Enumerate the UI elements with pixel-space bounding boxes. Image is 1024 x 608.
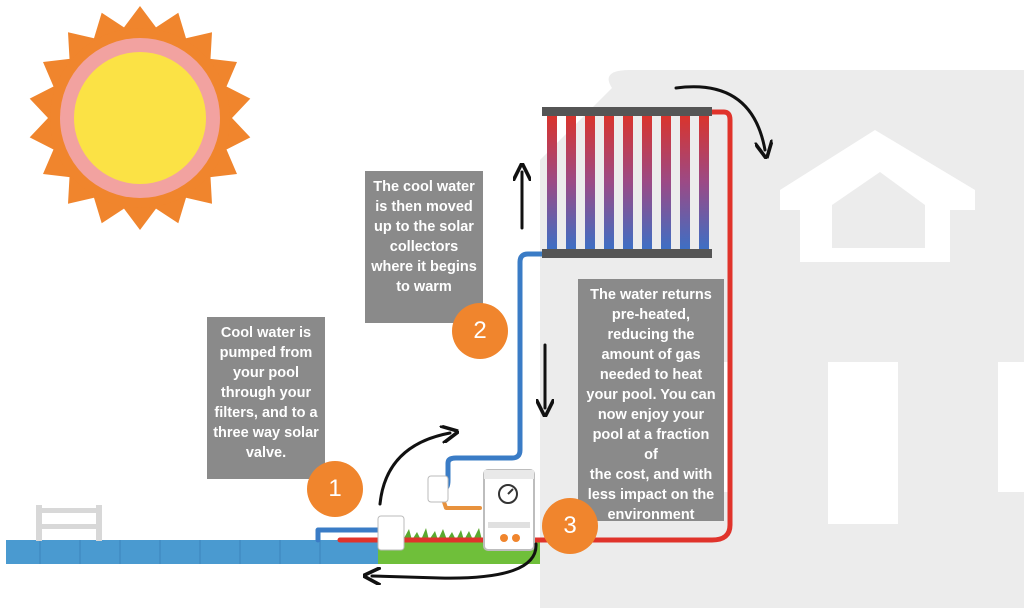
house-dormer-inner [832,172,925,248]
house-window-right [998,362,1024,492]
house-door [828,362,898,524]
solar-collector [542,107,712,258]
pool-heater [483,469,535,551]
step-2-badge: 2 [452,303,508,359]
step-3-badge: 3 [542,498,598,554]
three-way-valve [377,475,449,551]
step-1-badge: 1 [307,461,363,517]
step-2-callout: The cool water is then moved up to the s… [365,171,483,323]
sun-icon [29,6,251,230]
arrow-roof-icon [674,85,765,150]
pool-water [6,540,380,564]
arrow-return-icon [372,542,538,578]
step-3-callout: The water returns pre-heated, reducing t… [578,279,724,523]
hot-return-pipe [537,109,733,543]
step-1-callout: Cool water is pumped from your pool thro… [207,317,325,479]
heater-gauge-icon [498,484,518,504]
pool-ladder [36,505,102,541]
heater-dial-icon [500,534,520,542]
pool-illustration [6,505,380,564]
flow-arrows [372,85,765,578]
arrow-valve-icon [378,433,450,506]
